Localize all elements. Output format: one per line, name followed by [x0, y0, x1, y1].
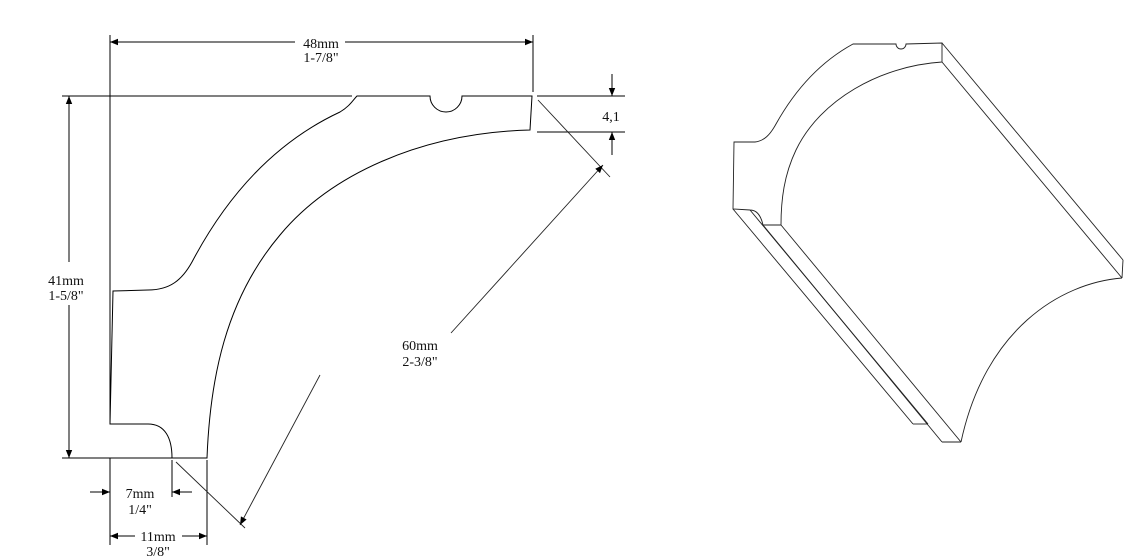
dim-foot-outer-inch: 3/8"	[146, 545, 170, 558]
extension-line-diagonal-top	[537, 99, 611, 178]
iso-top-edge	[941, 42, 1124, 261]
dim-diagonal-line-bottom	[239, 374, 321, 526]
dim-foot-outer-mm: 11mm	[140, 530, 175, 545]
iso-front-face	[732, 42, 943, 226]
iso-bottom-edge-4	[780, 224, 962, 443]
profile-section: 48mm 1-7/8" 41mm 1-5/8" 4,1 60mm 2-3/8" …	[48, 35, 625, 558]
extension-line-diagonal-bottom	[175, 461, 246, 529]
dim-height-inch: 1-5/8"	[48, 289, 83, 304]
dim-foot-inner-mm: 7mm	[126, 487, 155, 502]
isometric-view	[732, 42, 1124, 443]
dim-height-mm: 41mm	[48, 274, 84, 289]
profile-outline	[109, 95, 533, 459]
iso-bottom-edge-3	[762, 224, 943, 443]
dim-diagonal-inch: 2-3/8"	[402, 355, 437, 370]
dim-diagonal-mm: 60mm	[402, 339, 438, 354]
dim-diagonal-line-top	[450, 164, 604, 334]
iso-back-top-edge	[1121, 259, 1124, 279]
dim-foot-inner-inch: 1/4"	[128, 503, 152, 518]
iso-top-inner-edge	[941, 61, 1123, 279]
dim-thickness-value: 4,1	[602, 110, 620, 125]
iso-back-curve	[960, 277, 1123, 443]
dim-width-mm: 48mm	[303, 37, 339, 52]
dim-width-inch: 1-7/8"	[303, 51, 338, 66]
iso-bottom-edge-1	[732, 208, 914, 425]
